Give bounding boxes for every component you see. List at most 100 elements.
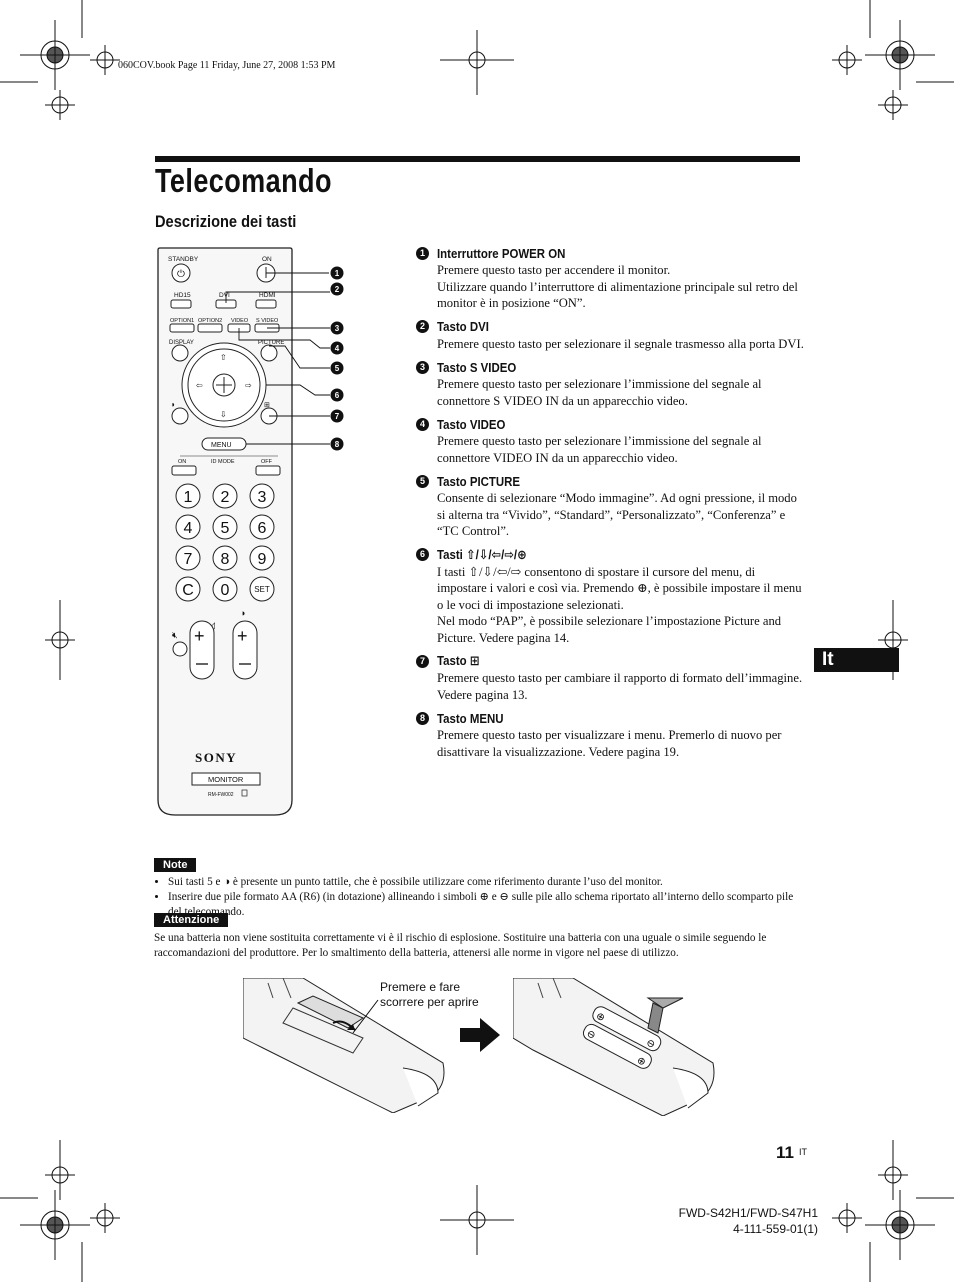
option2-label: OPTION2 bbox=[198, 318, 222, 324]
key-description-item: 2 Tasto DVI Premere questo tasto per selez… bbox=[416, 318, 806, 353]
standby-label: STANDBY bbox=[168, 256, 199, 263]
keypad-key bbox=[249, 483, 275, 509]
remote-illustration: STANDBY ⏻ ON HD15 DVI HDMI OPTION1 OPTIO… bbox=[157, 247, 344, 816]
code-line: 4-111-559-01(1) bbox=[733, 1222, 818, 1236]
brightness-icon: ◑ bbox=[240, 608, 245, 618]
hdmi-label: HDMI bbox=[259, 292, 276, 299]
callout-badge bbox=[330, 361, 344, 375]
section-subtitle: Descrizione dei tasti bbox=[155, 212, 297, 231]
item-number-badge: 4 bbox=[416, 417, 429, 431]
keypad-key bbox=[249, 514, 275, 540]
item-heading-text: Tasto VIDEO bbox=[437, 416, 506, 432]
keypad-key bbox=[249, 576, 275, 602]
key-description-heading: 6 Tasti ⇧/⇩/⇦/⇨/⊕ bbox=[416, 546, 806, 564]
keypad-key-label: 6 bbox=[258, 520, 267, 537]
callout-badge bbox=[330, 388, 344, 402]
remote-model-code: RM-FW002 bbox=[208, 792, 234, 798]
warning-text: Se una batteria non viene sostituita cor… bbox=[154, 932, 767, 959]
item-body-text: Premere questo tasto per accendere il mo… bbox=[437, 263, 671, 277]
item-number-badge: 6 bbox=[416, 548, 429, 561]
display-label: DISPLAY bbox=[169, 340, 194, 346]
keypad-key-label: 1 bbox=[184, 489, 193, 506]
option1-label: OPTION1 bbox=[170, 318, 194, 324]
item-body-text: Premere questo tasto per cambiare il rap… bbox=[437, 671, 803, 702]
item-number-badge: 3 bbox=[416, 360, 429, 374]
sony-logo: SONY bbox=[195, 750, 237, 765]
item-heading-text: Tasto DVI bbox=[437, 319, 489, 334]
item-heading-text: Tasto S VIDEO bbox=[437, 359, 517, 375]
item-number-badge: 2 bbox=[416, 320, 429, 333]
battery-illustration-open bbox=[243, 978, 445, 1113]
keypad-key bbox=[212, 576, 238, 602]
id-mode-label: ID MODE bbox=[211, 459, 235, 465]
model-line: FWD-S42H1/FWD-S47H1 bbox=[678, 1206, 818, 1220]
dvi-label: DVI bbox=[219, 292, 230, 299]
key-description-heading: 2 Tasto DVI bbox=[416, 318, 806, 336]
callout-number: 2 bbox=[335, 285, 340, 294]
svg-text:+: + bbox=[194, 626, 205, 646]
keypad-key-label: 8 bbox=[221, 551, 230, 568]
keypad-key-label: 3 bbox=[258, 489, 267, 506]
callout-number: 4 bbox=[335, 344, 340, 353]
key-description-heading: 3 Tasto S VIDEO bbox=[416, 358, 806, 376]
item-body-text: Premere questo tasto per selezionare il … bbox=[437, 336, 804, 351]
keypad-key-label: 4 bbox=[184, 520, 193, 537]
next-arrow-icon bbox=[460, 1018, 500, 1052]
menu-label: MENU bbox=[211, 442, 232, 449]
key-description-heading: 4 Tasto VIDEO bbox=[416, 415, 806, 433]
callout-number: 7 bbox=[335, 412, 340, 421]
keypad-key-label: 2 bbox=[221, 489, 230, 506]
on-label: ON bbox=[262, 256, 272, 263]
notes-badge: Note bbox=[154, 858, 197, 872]
keypad-key bbox=[249, 545, 275, 571]
down-arrow-icon: ⇩ bbox=[220, 410, 227, 419]
keypad-key-label: 0 bbox=[221, 582, 230, 599]
left-arrow-icon: ⇦ bbox=[196, 381, 203, 390]
battery-illustration-insert: ⊕ ⊖ ⊖ ⊕ bbox=[513, 978, 715, 1116]
keypad-key-label: C bbox=[182, 582, 194, 599]
callout-badge bbox=[330, 341, 344, 355]
item-heading-text: Tasto ⊞ bbox=[437, 653, 480, 668]
svg-text:+: + bbox=[237, 626, 248, 646]
keypad-key bbox=[175, 514, 201, 540]
keypad-key-label: SET bbox=[254, 585, 270, 594]
item-body-text: Nel modo “PAP”, è possibile selezionare … bbox=[437, 614, 782, 645]
warning-section: Attenzione Se una batteria non viene sos… bbox=[154, 913, 804, 961]
key-description-item: 7 Tasto ⊞ Premere questo tasto per cambiar… bbox=[416, 652, 806, 703]
item-heading-text: Tasto PICTURE bbox=[437, 473, 521, 489]
picture-label: PICTURE bbox=[258, 340, 284, 346]
callout-number: 3 bbox=[335, 324, 340, 333]
power-icon: ⏻ bbox=[177, 269, 185, 280]
item-heading-text: Tasti ⇧/⇩/⇦/⇨/⊕ bbox=[437, 546, 527, 562]
keypad-key-label: 5 bbox=[221, 520, 230, 537]
item-body-text: Consente di selezionare “Modo immagine”.… bbox=[437, 491, 797, 538]
right-arrow-icon: ⇨ bbox=[245, 381, 252, 390]
keypad-key bbox=[175, 545, 201, 571]
id-off-label: OFF bbox=[261, 459, 273, 465]
title-rule bbox=[155, 156, 800, 162]
keypad-key bbox=[175, 576, 201, 602]
item-number-badge: 7 bbox=[416, 654, 429, 668]
page-title: Telecomando bbox=[155, 162, 332, 199]
page-number: 11 bbox=[776, 1143, 794, 1162]
callout-number: 1 bbox=[335, 269, 340, 278]
item-number-badge: 1 bbox=[416, 246, 429, 260]
contrast-icon: ◑ bbox=[170, 400, 175, 409]
warning-badge: Attenzione bbox=[154, 913, 229, 927]
battery-callout: Premere e fare scorrere per aprire bbox=[380, 980, 479, 1009]
keypad-key bbox=[175, 483, 201, 509]
callout-number: 8 bbox=[335, 440, 340, 449]
callout-badge bbox=[330, 282, 344, 296]
keypad-key bbox=[212, 545, 238, 571]
up-arrow-icon: ⇧ bbox=[220, 353, 227, 362]
book-header-line: 060COV.book Page 11 Friday, June 27, 200… bbox=[118, 60, 336, 71]
item-body-text: Premere questo tasto per visualizzare i … bbox=[437, 728, 782, 759]
video-label: VIDEO bbox=[231, 318, 249, 324]
hd15-label: HD15 bbox=[174, 292, 191, 299]
language-tab: It bbox=[814, 648, 899, 672]
